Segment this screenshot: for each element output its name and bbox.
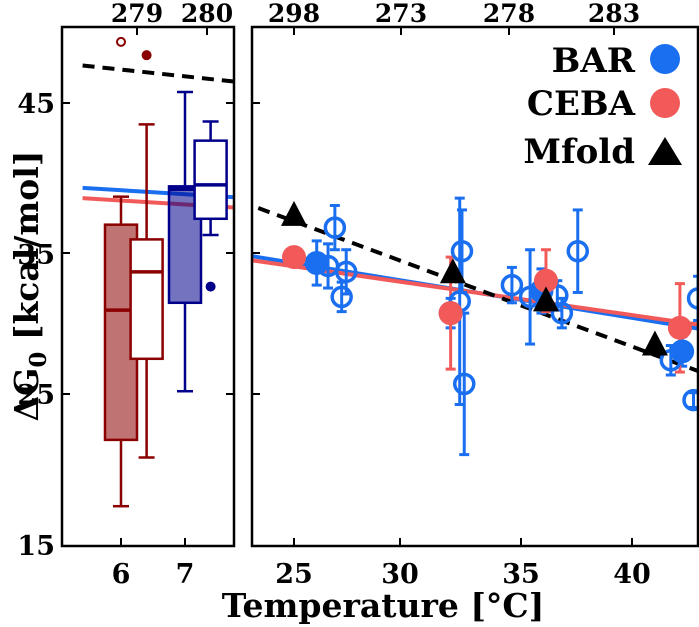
y-axis-label-subscript: 0 (25, 352, 52, 368)
legend: BAR CEBA Mfold (523, 41, 682, 172)
top-tick-label-279: 279 (111, 0, 163, 28)
bar-point-18 (686, 287, 698, 310)
mfold-point-0 (281, 200, 307, 226)
bar-point-3 (330, 285, 353, 309)
right-panel-plot (252, 196, 698, 457)
x-tick-label-25: 25 (275, 559, 313, 590)
bar-point-14 (566, 239, 589, 263)
top-tick-label-280: 280 (181, 0, 233, 28)
legend-label-mfold: Mfold (523, 132, 635, 172)
y-axis-label: ΔG0 [kcal/mol] (7, 151, 52, 422)
y-tick-label-25: 25 (17, 380, 55, 411)
y-tick-label-15: 15 (17, 531, 55, 562)
bar-point-2 (323, 216, 347, 239)
trend-line-left-mfold (82, 63, 234, 84)
bar-point-13 (550, 301, 574, 325)
bar-point-4 (334, 260, 358, 284)
left-panel-frame (60, 25, 236, 548)
outlier-point-0 (116, 36, 126, 47)
mfold-point-3 (641, 330, 668, 356)
top-tick-label-298: 298 (268, 0, 320, 28)
x-tick-label-30: 30 (381, 559, 419, 590)
ceba-point-3 (667, 315, 692, 340)
bar-point-9 (500, 273, 524, 297)
top-tick-label-273: 273 (375, 0, 427, 28)
x-axis-label: Temperature [°C] (222, 586, 545, 625)
top-tick-label-278: 278 (483, 0, 535, 28)
right-panel-frame (250, 25, 699, 548)
legend-label-bar: BAR (552, 41, 636, 81)
y-axis-label-unit: [kcal/mol] (7, 151, 46, 352)
bar-point-17 (682, 388, 698, 412)
y-tick-label-45: 45 (17, 89, 55, 120)
legend-marker-bar (650, 44, 680, 74)
box-1-body (129, 238, 164, 361)
x-tick-label-40: 40 (613, 559, 651, 590)
mfold-point-2 (532, 286, 559, 312)
x-tick-label-7: 7 (176, 559, 195, 590)
legend-label-ceba: CEBA (527, 84, 636, 124)
trend-line-right-mfold (252, 203, 698, 374)
top-tick-label-283: 283 (588, 0, 640, 28)
x-tick-label-35: 35 (502, 559, 540, 590)
bar-point-8 (453, 372, 476, 396)
box-3-body (193, 139, 228, 221)
bar-point-16 (670, 339, 695, 364)
bar-point-7 (450, 239, 474, 263)
y-axis-label-main: ΔG (7, 368, 46, 422)
y-tick-label-35: 35 (17, 240, 55, 271)
ceba-point-0 (282, 245, 306, 270)
outlier-point-1 (141, 50, 152, 61)
mfold-point-1 (439, 258, 466, 284)
legend-marker-mfold (648, 137, 682, 165)
ceba-point-1 (438, 301, 463, 326)
outlier-point-2 (205, 281, 216, 292)
legend-marker-ceba (650, 88, 680, 118)
left-panel-plot (82, 36, 234, 508)
ceba-point-2 (533, 268, 558, 293)
tick-marks (62, 27, 633, 547)
x-tick-label-6: 6 (112, 559, 131, 590)
bar-point-0 (304, 250, 329, 275)
